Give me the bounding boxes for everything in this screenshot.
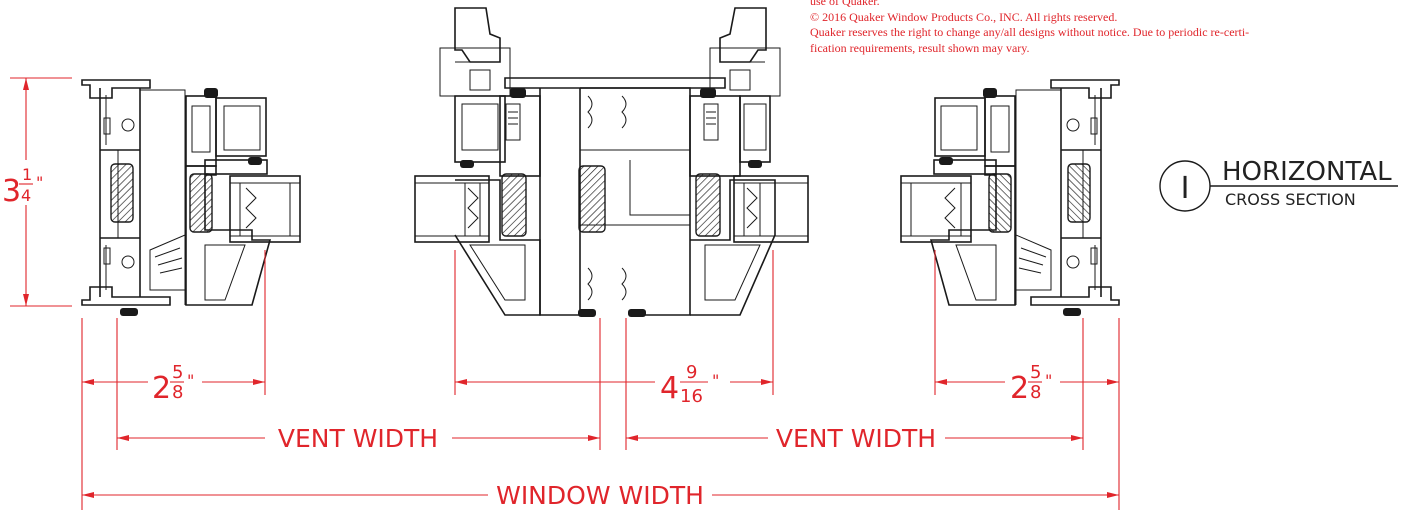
vent-width-right-label: VENT WIDTH: [776, 424, 936, 453]
dim-left-den: 8: [172, 382, 183, 403]
dim-right-whole: 2: [1010, 371, 1029, 406]
dim-height-label: 3 1 4 ": [2, 165, 43, 209]
dimension-lines: [10, 77, 1120, 510]
dim-right-frame-label: 2 5 8 ": [1010, 362, 1052, 406]
dim-left-frame-label: 2 5 8 ": [152, 362, 194, 406]
dim-left-whole: 2: [152, 371, 171, 406]
dim-mullion-label: 4 9 16 ": [660, 362, 719, 407]
callout-title: HORIZONTAL: [1222, 157, 1392, 187]
copyright-notes: use of Quaker. © 2016 Quaker Window Prod…: [810, 0, 1415, 56]
dim-right-num: 5: [1030, 362, 1041, 383]
dim-right-den: 8: [1030, 382, 1041, 403]
center-mullion: [414, 7, 809, 317]
notes-line-4: fication requirements, result shown may …: [810, 40, 1030, 55]
vent-width-left-label: VENT WIDTH: [278, 424, 438, 453]
dim-mullion-whole: 4: [660, 371, 679, 406]
dim-height-whole: 3: [2, 174, 21, 209]
section-callout: I HORIZONTAL CROSS SECTION: [1159, 157, 1398, 212]
notes-line-3: Quaker reserves the right to change any/…: [810, 25, 1250, 39]
dim-mullion-unit: ": [712, 371, 719, 390]
window-width-label: WINDOW WIDTH: [496, 481, 704, 510]
left-vent-sash: [185, 88, 301, 306]
dim-mullion-den: 16: [680, 386, 703, 407]
callout-number: I: [1181, 171, 1190, 206]
dim-height-den: 4: [21, 186, 31, 205]
left-jamb-frame: [81, 79, 186, 316]
dim-mullion-num: 9: [686, 362, 697, 383]
dim-height-num: 1: [22, 165, 32, 184]
notes-line-1: use of Quaker.: [810, 0, 880, 8]
dim-left-unit: ": [187, 371, 194, 390]
dim-right-unit: ": [1045, 371, 1052, 390]
right-jamb-frame: [900, 79, 1120, 316]
dim-left-num: 5: [172, 362, 183, 383]
callout-subtitle: CROSS SECTION: [1225, 190, 1356, 209]
notes-line-2: © 2016 Quaker Window Products Co., INC. …: [810, 9, 1118, 24]
dim-height-unit: ": [36, 173, 43, 192]
